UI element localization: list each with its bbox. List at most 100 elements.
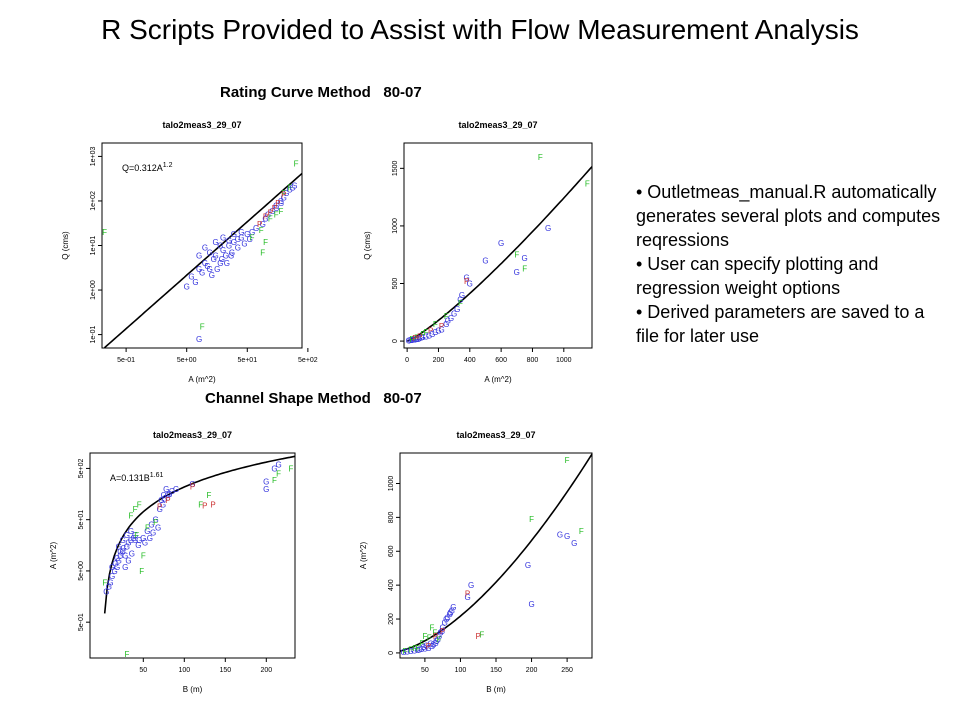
y-tick-label: 5e-01: [78, 613, 85, 631]
data-point-p: P: [268, 209, 273, 218]
data-point-g: G: [249, 228, 255, 237]
data-point-g: G: [169, 487, 175, 496]
data-point-p: P: [426, 642, 431, 651]
data-point-g: G: [136, 536, 142, 545]
data-point-g: G: [192, 278, 198, 287]
data-point-f: F: [432, 629, 437, 638]
data-point-g: G: [400, 648, 406, 657]
data-point-p: P: [433, 632, 438, 641]
data-point-g: G: [235, 235, 241, 244]
y-axis-label: A (m^2): [359, 542, 368, 570]
data-point-f: F: [268, 215, 273, 224]
data-point-g: G: [498, 239, 504, 248]
data-point-f: F: [514, 251, 519, 260]
data-point-g: G: [447, 608, 453, 617]
data-point-g: G: [219, 255, 225, 264]
data-point-g: G: [128, 527, 134, 536]
data-point-f: F: [288, 464, 293, 473]
data-point-g: G: [121, 544, 127, 553]
x-tick-label: 1000: [556, 357, 572, 364]
y-tick-label: 1000: [388, 476, 395, 492]
data-point-g: G: [429, 330, 435, 339]
x-tick-label: 400: [464, 357, 476, 364]
data-point-g: G: [124, 531, 130, 540]
x-tick-label: 250: [561, 667, 573, 674]
data-point-f: F: [437, 635, 442, 644]
data-point-g: G: [418, 645, 424, 654]
data-point-g: G: [412, 335, 418, 344]
data-point-f: F: [444, 312, 449, 321]
plot-frame: [403, 142, 593, 349]
data-point-g: G: [214, 265, 220, 274]
x-tick-label: 150: [490, 667, 502, 674]
y-tick-label: 400: [388, 579, 395, 591]
y-tick-label: 1500: [392, 160, 399, 176]
data-point-g: G: [111, 567, 117, 576]
data-point-g: G: [522, 254, 528, 263]
data-point-f: F: [279, 207, 284, 216]
data-point-f: F: [145, 524, 150, 533]
data-point-g: G: [467, 280, 473, 289]
data-point-g: G: [430, 640, 436, 649]
data-point-g: G: [416, 646, 422, 655]
data-point-f: F: [139, 567, 144, 576]
data-point-g: G: [410, 336, 416, 345]
data-point-g: G: [173, 485, 179, 494]
data-point-g: G: [196, 251, 202, 260]
data-point-g: G: [107, 578, 113, 587]
data-point-g: G: [223, 251, 229, 260]
y-tick-label: 0: [392, 339, 399, 343]
data-point-g: G: [564, 532, 570, 541]
data-point-g: G: [253, 224, 259, 233]
data-point-g: G: [411, 646, 417, 655]
data-point-g: G: [278, 199, 284, 208]
data-point-f: F: [133, 505, 138, 514]
x-tick-label: 800: [527, 357, 539, 364]
x-tick-label: 100: [178, 667, 190, 674]
data-point-g: G: [140, 534, 146, 543]
plot-title: talo2meas3_29_07: [153, 430, 232, 440]
data-point-g: G: [425, 644, 431, 653]
data-point-f: F: [420, 639, 425, 648]
x-tick-label: 5e-01: [117, 357, 135, 364]
data-point-f: F: [281, 189, 286, 198]
data-point-g: G: [437, 629, 443, 638]
data-point-f: F: [433, 320, 438, 329]
data-point-g: G: [435, 635, 441, 644]
data-point-f: F: [272, 476, 277, 485]
data-point-f: F: [408, 646, 413, 655]
x-tick-label: 0: [405, 357, 409, 364]
y-axis-label: A (m^2): [49, 542, 58, 570]
data-point-g: G: [165, 491, 171, 500]
data-point-g: G: [440, 624, 446, 633]
data-point-g: G: [429, 642, 435, 651]
data-point-g: G: [438, 326, 444, 335]
fit-equation: A=0.131B1.61: [110, 472, 164, 483]
data-point-g: G: [231, 238, 237, 247]
data-point-p: P: [272, 204, 277, 213]
data-point-g: G: [188, 273, 194, 282]
data-point-f: F: [198, 500, 203, 509]
data-point-g: G: [152, 516, 158, 525]
channel-shape-label: Channel Shape Method: [205, 390, 371, 407]
x-tick-label: 150: [219, 667, 231, 674]
data-point-f: F: [294, 159, 299, 168]
data-point-g: G: [459, 291, 465, 300]
data-point-g: G: [407, 336, 413, 345]
data-point-f: F: [200, 323, 205, 332]
data-point-g: G: [404, 648, 410, 657]
data-point-f: F: [102, 228, 107, 237]
data-point-f: F: [458, 299, 463, 308]
y-tick-label: 5e+02: [78, 458, 85, 478]
data-point-g: G: [271, 464, 277, 473]
rating-curve-label: Rating Curve Method: [220, 84, 371, 101]
data-point-g: G: [451, 309, 457, 318]
data-point-g: G: [415, 646, 421, 655]
data-point-g: G: [464, 274, 470, 283]
data-point-g: G: [235, 244, 241, 253]
data-point-g: G: [144, 527, 150, 536]
rating-curve-code: 80-07: [383, 84, 422, 101]
data-point-g: G: [457, 296, 463, 305]
